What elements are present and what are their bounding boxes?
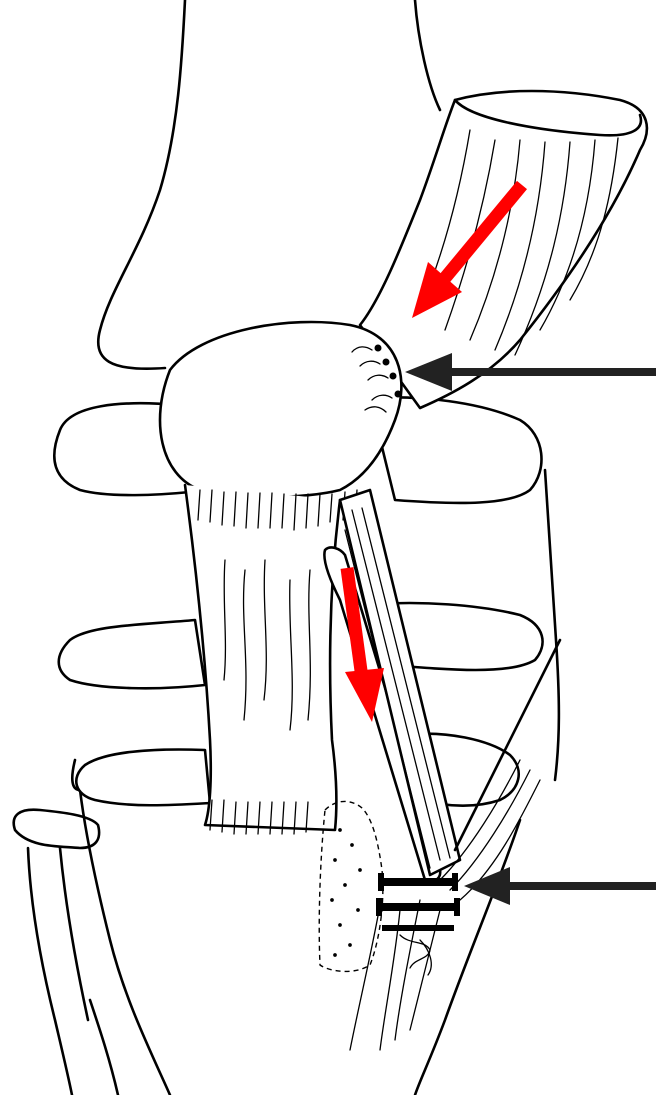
pointer-arrow-upper <box>405 353 656 391</box>
pointer-arrow-lower <box>464 867 656 905</box>
fibula <box>14 810 99 1095</box>
graft-strip <box>324 490 460 882</box>
patellar-tendon <box>185 485 357 834</box>
quadriceps-tendon <box>360 91 647 408</box>
staples <box>376 873 460 975</box>
